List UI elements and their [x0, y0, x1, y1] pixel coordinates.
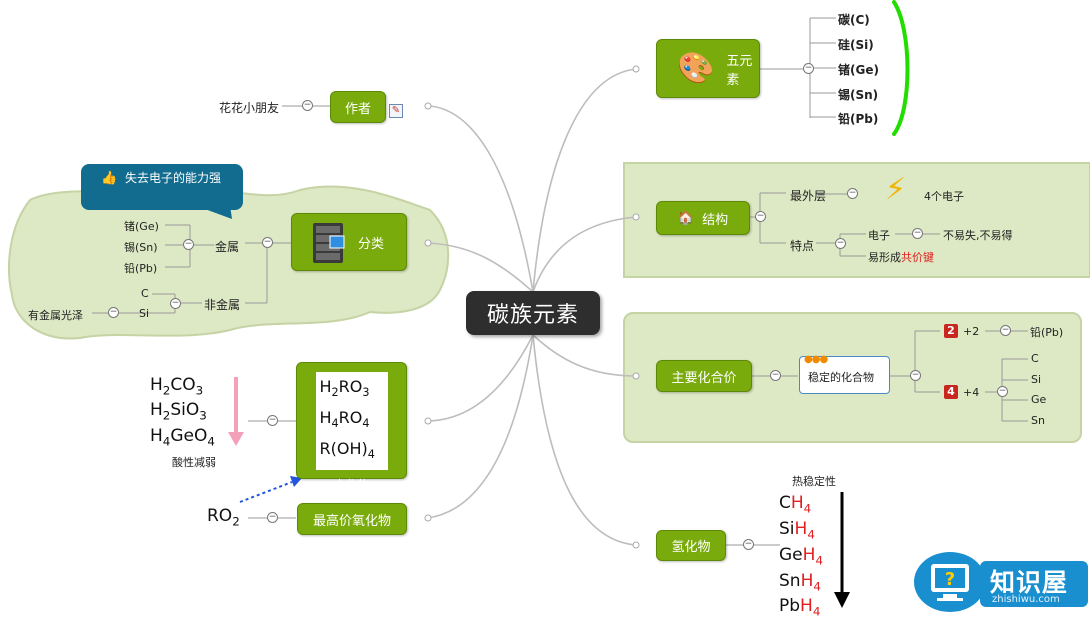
hydroxide-label: 水化物 [333, 477, 370, 492]
collapse-toggle-electron[interactable]: − [912, 228, 923, 239]
collapse-toggle-classify[interactable]: − [262, 237, 273, 248]
electron-value: 不易失,不易得 [943, 229, 1013, 242]
topic-valence[interactable]: 主要化合价 [656, 360, 752, 392]
nonmetal-item-1: C [141, 287, 149, 300]
thumbs-up-icon: 👍 [101, 171, 118, 186]
central-topic[interactable]: 碳族元素 [466, 291, 600, 335]
topic-structure[interactable]: 🏠 结构 [656, 201, 750, 235]
five-item-3: 锗(Ge) [838, 63, 879, 77]
server-icon [312, 222, 345, 263]
hydroxide-formula-box: H2RO3 H4RO4 R(OH)4 [315, 372, 388, 470]
hydride-item-2: SiH4 [779, 519, 815, 542]
metal-label: 金属 [215, 240, 240, 254]
acid-note: 酸性减弱 [172, 456, 216, 469]
thermal-stability-title: 热稳定性 [792, 475, 836, 488]
collapse-toggle-hydride[interactable]: − [743, 539, 754, 550]
metal-item-1: 锗(Ge) [124, 220, 159, 233]
collapse-toggle-feature[interactable]: − [835, 238, 846, 249]
collapse-toggle-structure[interactable]: − [755, 211, 766, 222]
svg-text:?: ? [945, 569, 955, 590]
green-bracket [892, 0, 910, 136]
stable-label: 稳定的化合物 [808, 371, 874, 384]
bond-prefix: 易形成 [868, 251, 901, 264]
palette-icon: 🎨 [677, 50, 715, 86]
hydride-item-1: CH4 [779, 493, 812, 516]
callout-text: 失去电子的能力强 [125, 171, 222, 185]
bond-red: 共价键 [901, 251, 934, 264]
collapse-toggle-plus2[interactable]: − [1000, 325, 1011, 336]
structure-label: 结构 [702, 212, 729, 228]
hydride-item-3: GeH4 [779, 545, 824, 568]
plus4-label: +4 [963, 386, 980, 399]
collapse-toggle-stable[interactable]: − [910, 370, 921, 381]
oxide-formula: RO2 [207, 506, 240, 529]
plus4-item-4: Sn [1031, 414, 1045, 427]
author-value: 花花小朋友 [219, 101, 280, 115]
collapse-toggle-plus4[interactable]: − [997, 386, 1008, 397]
five-item-2: 硅(Si) [838, 38, 874, 52]
acid-formula-1: H2CO3 [150, 375, 204, 398]
acid-formula-3: H4GeO4 [150, 426, 215, 449]
outer-layer-value: 4个电子 [924, 190, 964, 203]
collapse-toggle-five[interactable]: − [803, 63, 814, 74]
classify-label: 分类 [358, 236, 385, 252]
stable-compound-box[interactable]: ●●● 稳定的化合物 [799, 354, 890, 394]
plus2-label: +2 [963, 325, 980, 338]
hydroxide-formula-1: H2RO3 [319, 377, 370, 400]
hydroxide-formula-2: H4RO4 [319, 408, 370, 431]
collapse-toggle-valence[interactable]: − [770, 370, 781, 381]
topic-five-elements[interactable]: 🎨 五元素 [656, 39, 760, 98]
hydroxide-formula-3: R(OH)4 [319, 439, 375, 462]
plus2-item: 铅(Pb) [1030, 326, 1064, 339]
badge-4: 4 [944, 385, 958, 399]
watermark-title: 知识屋 [990, 568, 1069, 597]
topic-hydride[interactable]: 氢化物 [656, 530, 726, 561]
collapse-toggle-nonmetal[interactable]: − [170, 298, 181, 309]
topic-oxide[interactable]: 最高价氧化物 [297, 503, 407, 535]
five-item-5: 铅(Pb) [838, 112, 879, 126]
collapse-toggle-outer[interactable]: − [847, 188, 858, 199]
watermark-banner [980, 561, 1088, 607]
plus4-item-3: Ge [1031, 393, 1047, 406]
collapse-toggle-oxide[interactable]: − [267, 512, 278, 523]
watermark-url: zhishiwu.com [992, 594, 1060, 605]
dots-icon: ●●● [804, 354, 828, 365]
hydride-item-4: SnH4 [779, 571, 821, 594]
lightning-icon: ⚡ [885, 172, 907, 207]
callout-bubble: 👍 失去电子的能力强 [81, 164, 243, 210]
nonmetal-label: 非金属 [204, 298, 241, 312]
plus4-item-2: Si [1031, 373, 1042, 386]
luster-label: 有金属光泽 [28, 309, 83, 322]
author-label: 作者 [344, 101, 371, 117]
hydride-label: 氢化物 [671, 540, 711, 555]
topic-author[interactable]: 作者 [330, 91, 386, 123]
bond-text: 易形成共价键 [868, 249, 934, 265]
acid-formula-2: H2SiO3 [150, 400, 207, 423]
five-item-1: 碳(C) [838, 13, 870, 27]
topic-classify[interactable]: 分类 [291, 213, 407, 271]
feature-label: 特点 [790, 239, 815, 253]
badge-2: 2 [944, 324, 958, 338]
outer-layer-label: 最外层 [790, 189, 827, 203]
metal-item-2: 锡(Sn) [124, 241, 158, 254]
nonmetal-item-2: Si [139, 307, 150, 320]
valence-label: 主要化合价 [671, 370, 737, 386]
home-icon: 🏠 [677, 210, 695, 226]
question-monitor-icon: ? [914, 552, 986, 612]
five-item-4: 锡(Sn) [838, 88, 879, 102]
pencil-icon: ✎ [389, 104, 403, 118]
collapse-toggle-author[interactable]: − [302, 100, 313, 111]
oxide-label: 最高价氧化物 [312, 513, 391, 529]
five-label: 五元素 [726, 53, 753, 88]
collapse-toggle-hydroxide[interactable]: − [267, 415, 278, 426]
collapse-toggle-luster[interactable]: − [108, 307, 119, 318]
collapse-toggle-metal[interactable]: − [183, 239, 194, 250]
metal-item-3: 铅(Pb) [124, 262, 158, 275]
electron-label: 电子 [868, 229, 890, 242]
topic-hydroxide[interactable]: H2RO3 H4RO4 R(OH)4 水化物 [296, 362, 407, 492]
hydride-item-5: PbH4 [779, 596, 821, 619]
plus4-item-1: C [1031, 352, 1039, 365]
watermark-logo: ? [913, 550, 987, 614]
